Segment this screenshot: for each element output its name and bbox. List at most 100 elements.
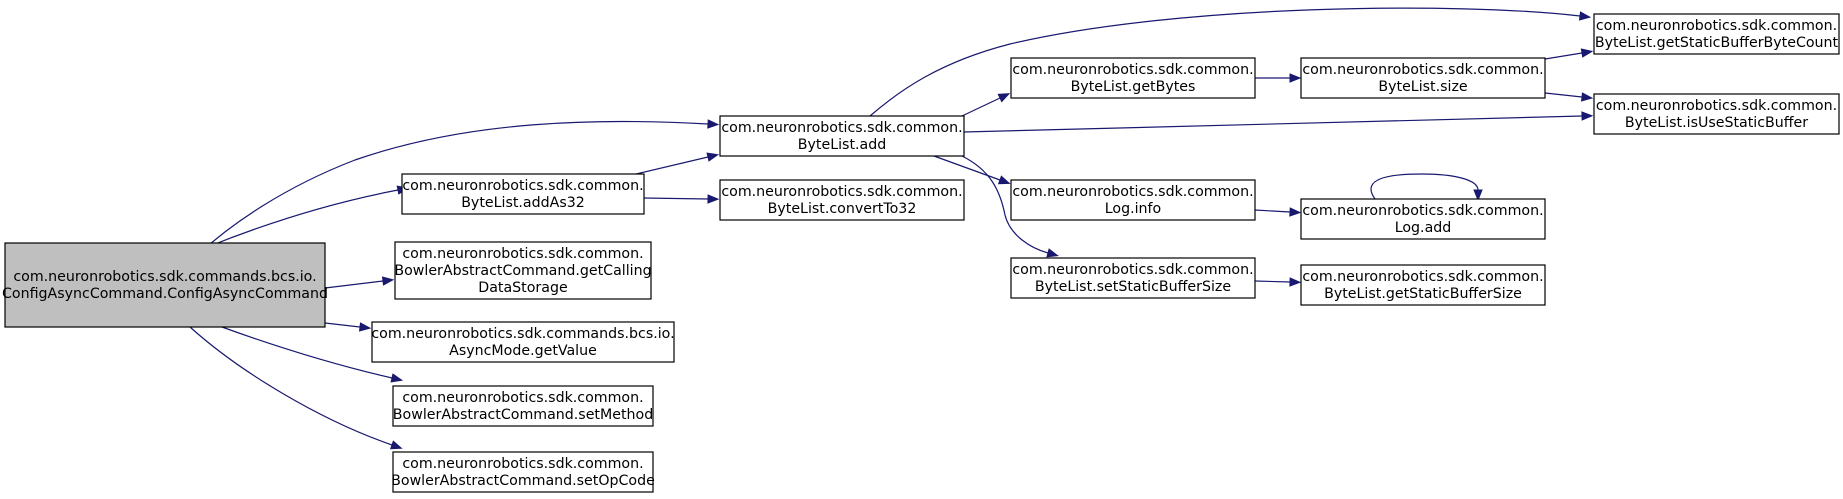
edge-line <box>933 155 1001 181</box>
edge-line <box>209 189 399 247</box>
edge-addAs32-to-convertTo32 <box>643 194 720 204</box>
arrowhead <box>358 322 372 332</box>
node-logAdd[interactable]: com.neuronrobotics.sdk.common.Log.add <box>1300 198 1546 240</box>
node-logInfo[interactable]: com.neuronrobotics.sdk.common.Log.info <box>1010 179 1256 221</box>
node-addAs32[interactable]: com.neuronrobotics.sdk.common.ByteList.a… <box>401 173 645 215</box>
node-label-line: com.neuronrobotics.sdk.common. <box>721 120 962 136</box>
node-label-line: com.neuronrobotics.sdk.common. <box>721 184 962 200</box>
node-label-line: com.neuronrobotics.sdk.common. <box>402 390 643 406</box>
node-getStaticBufferByteCount[interactable]: com.neuronrobotics.sdk.common.ByteList.g… <box>1593 13 1840 55</box>
node-label-line: ByteList.setStaticBufferSize <box>1035 279 1231 295</box>
arrowhead <box>1581 111 1594 121</box>
node-root[interactable]: com.neuronrobotics.sdk.commands.bcs.io.C… <box>2 242 328 328</box>
node-box <box>4 242 326 328</box>
arrowhead <box>1289 277 1302 287</box>
node-label-line: com.neuronrobotics.sdk.common. <box>1302 203 1543 219</box>
arrowhead <box>997 93 1011 103</box>
edge-size-to-getStaticBufferByteCount <box>1544 48 1594 60</box>
node-getCallingDataStorage[interactable]: com.neuronrobotics.sdk.common.BowlerAbst… <box>394 241 652 300</box>
node-label-line: com.neuronrobotics.sdk.common. <box>402 456 643 472</box>
node-label-line: com.neuronrobotics.sdk.common. <box>1012 262 1253 278</box>
edge-line <box>1254 280 1291 283</box>
arrowhead <box>381 276 395 286</box>
edge-byteListAdd-to-getBytes <box>961 93 1011 117</box>
node-box <box>371 321 675 363</box>
edge-line <box>1544 52 1583 60</box>
edge-getBytes-to-size <box>1255 73 1302 83</box>
node-label-line: com.neuronrobotics.sdk.common. <box>1302 62 1543 78</box>
edge-setStaticBufferSize-to-getStaticBufferSize <box>1254 277 1302 287</box>
node-label-line: ByteList.getStaticBufferByteCount <box>1595 35 1839 51</box>
node-label-line: com.neuronrobotics.sdk.commands.bcs.io. <box>371 326 674 342</box>
edge-line <box>221 326 393 379</box>
node-label-line: ByteList.convertTo32 <box>768 201 917 217</box>
edge-line <box>1254 209 1291 213</box>
node-setOpCode[interactable]: com.neuronrobotics.sdk.common.BowlerAbst… <box>391 451 655 493</box>
arrowhead <box>1289 207 1302 217</box>
node-box <box>1010 57 1256 99</box>
arrowhead <box>1580 48 1594 58</box>
node-box <box>1593 13 1840 55</box>
edge-byteListAdd-to-getStaticBufferByteCount <box>869 7 1592 117</box>
edge-root-to-getCallingDataStorage <box>324 276 395 289</box>
node-label-line: Log.add <box>1395 220 1452 236</box>
edge-line <box>189 326 393 446</box>
node-setStaticBufferSize[interactable]: com.neuronrobotics.sdk.common.ByteList.s… <box>1010 257 1256 299</box>
node-label-line: BowlerAbstractCommand.getCalling <box>394 263 651 279</box>
node-convertTo32[interactable]: com.neuronrobotics.sdk.common.ByteList.c… <box>719 179 965 221</box>
node-label-line: ByteList.size <box>1378 79 1467 95</box>
arrowhead <box>1580 92 1594 102</box>
node-box <box>1300 57 1546 99</box>
edge-line <box>1544 92 1583 98</box>
edge-size-to-isUseStaticBuffer <box>1544 92 1594 102</box>
node-setMethod[interactable]: com.neuronrobotics.sdk.common.BowlerAbst… <box>392 385 654 427</box>
edge-byteListAdd-to-setStaticBufferSize <box>961 155 1059 258</box>
node-label-line: com.neuronrobotics.sdk.common. <box>402 178 643 194</box>
edge-line <box>961 155 1049 254</box>
arrowhead <box>389 440 403 450</box>
node-label-line: ByteList.addAs32 <box>461 195 585 211</box>
arrowhead <box>1289 73 1302 83</box>
edge-line <box>185 120 709 267</box>
node-box <box>1300 198 1546 240</box>
edge-line <box>631 156 709 176</box>
node-box <box>719 179 965 221</box>
node-getBytes[interactable]: com.neuronrobotics.sdk.common.ByteList.g… <box>1010 57 1256 99</box>
node-box <box>401 173 645 215</box>
node-box <box>1593 93 1840 135</box>
node-label-line: ByteList.getBytes <box>1071 79 1196 95</box>
node-getStaticBufferSize[interactable]: com.neuronrobotics.sdk.common.ByteList.g… <box>1300 264 1546 306</box>
edge-byteListAdd-to-isUseStaticBuffer <box>963 111 1594 133</box>
edge-logAdd-to-logAdd <box>1370 173 1483 202</box>
node-label-line: com.neuronrobotics.sdk.commands.bcs.io. <box>13 269 316 285</box>
arrowhead <box>707 119 720 129</box>
node-byteListAdd[interactable]: com.neuronrobotics.sdk.common.ByteList.a… <box>719 115 965 157</box>
node-size[interactable]: com.neuronrobotics.sdk.common.ByteList.s… <box>1300 57 1546 99</box>
node-box <box>392 451 654 493</box>
edge-root-to-asyncGetValue <box>324 322 372 332</box>
arrowhead <box>1046 248 1059 258</box>
node-isUseStaticBuffer[interactable]: com.neuronrobotics.sdk.common.ByteList.i… <box>1593 93 1840 135</box>
edge-layer <box>185 7 1594 450</box>
node-label-line: ConfigAsyncCommand.ConfigAsyncCommand <box>2 286 328 302</box>
node-label-line: com.neuronrobotics.sdk.common. <box>1012 184 1253 200</box>
arrowhead <box>1578 11 1592 21</box>
edge-line <box>643 197 709 200</box>
node-label-line: ByteList.isUseStaticBuffer <box>1625 115 1808 131</box>
arrowhead <box>997 175 1011 185</box>
node-asyncGetValue[interactable]: com.neuronrobotics.sdk.commands.bcs.io.A… <box>371 321 675 363</box>
arrowhead <box>707 194 720 204</box>
edge-line <box>324 280 384 289</box>
node-label-line: Log.info <box>1105 201 1161 217</box>
arrowhead <box>706 152 720 162</box>
edge-root-to-addAs32 <box>209 185 410 247</box>
edge-root-to-byteListAdd <box>185 119 720 267</box>
edge-addAs32-to-byteListAdd <box>631 152 720 176</box>
edge-line <box>1370 173 1479 200</box>
node-box <box>1010 179 1256 221</box>
edge-line <box>869 7 1581 117</box>
node-label-line: BowlerAbstractCommand.setOpCode <box>391 473 655 489</box>
node-label-line: com.neuronrobotics.sdk.common. <box>402 246 643 262</box>
node-label-line: ByteList.add <box>798 137 886 153</box>
